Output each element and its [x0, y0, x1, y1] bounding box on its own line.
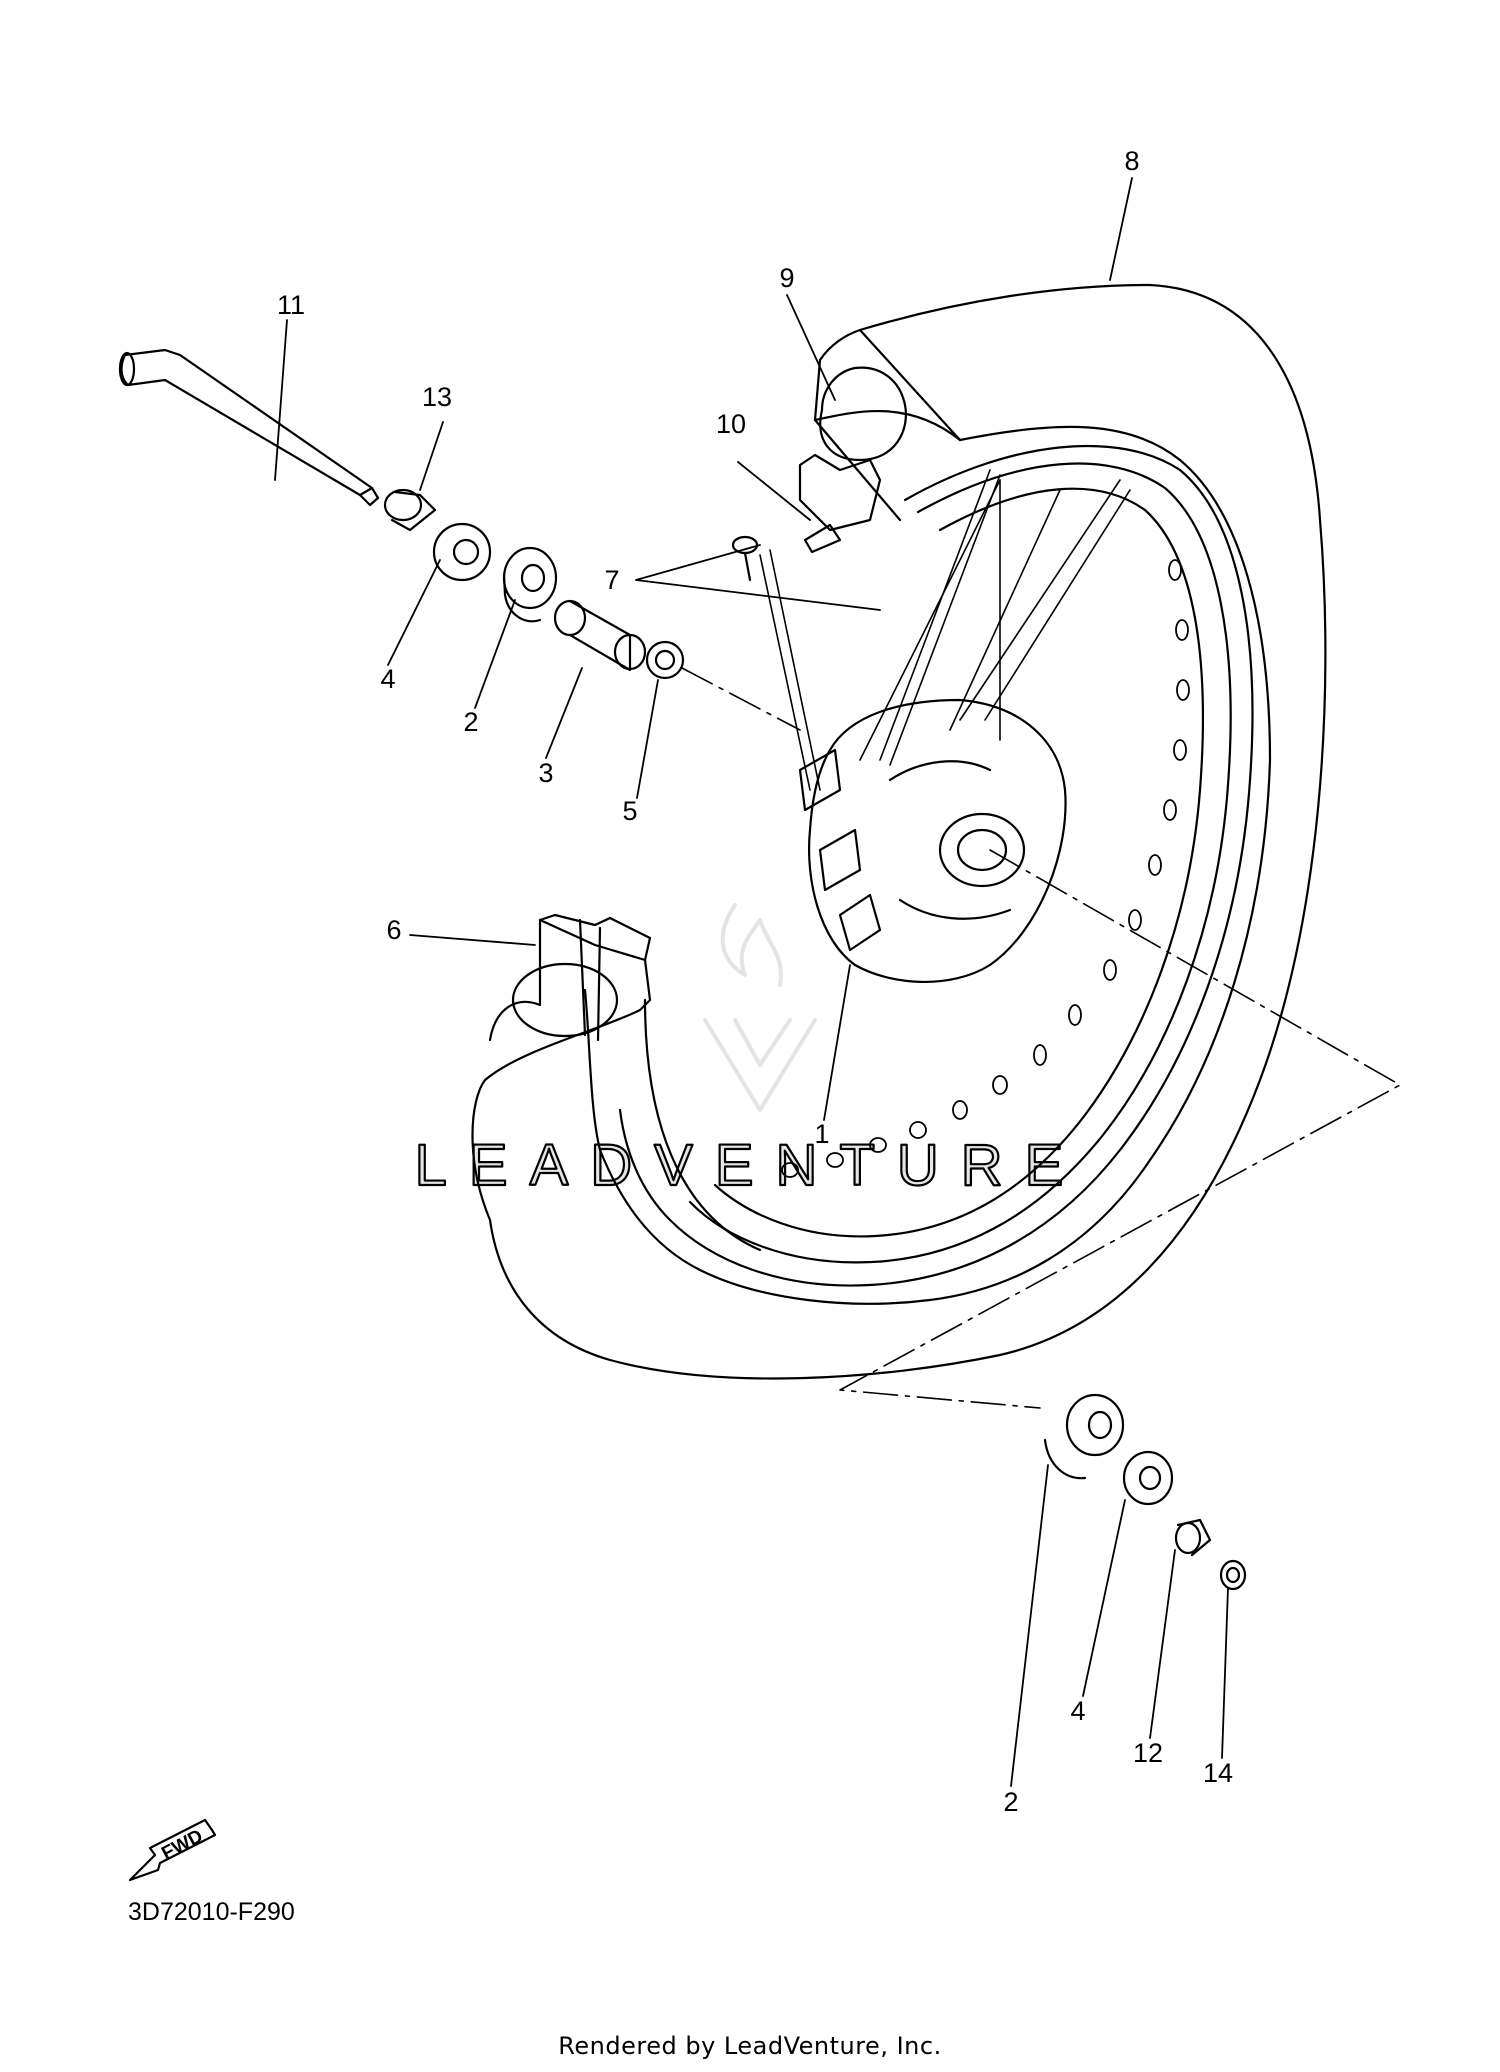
spacer: [553, 599, 647, 672]
oil-seal: [432, 522, 492, 582]
callout-2-right: 2: [1003, 1787, 1018, 1817]
callout-12: 12: [1133, 1738, 1163, 1768]
collar-right: [1174, 1518, 1212, 1557]
callout-8: 8: [1124, 146, 1139, 176]
oil-seal-right: [1122, 1450, 1174, 1506]
fwd-arrow-icon: [128, 1818, 217, 1882]
callout-6: 6: [386, 915, 401, 945]
axle-nut: [1219, 1559, 1247, 1591]
callout-10: 10: [716, 409, 746, 439]
tire-section: [471, 913, 652, 1222]
diagram-code: 3D72010-F290: [128, 1898, 295, 1926]
callout-7: 7: [604, 565, 619, 595]
watermark-text: LEADVENTURE: [415, 1133, 1086, 1198]
callout-3: 3: [538, 758, 553, 788]
callout-5: 5: [622, 796, 637, 826]
axis-centerline: [681, 667, 1401, 1409]
spokes: [759, 469, 1131, 791]
hub: [798, 698, 1067, 984]
tire: [488, 283, 1327, 1380]
callout-13: 13: [422, 382, 452, 412]
spoke-holes: [781, 559, 1190, 1178]
valve-stem: [798, 453, 882, 554]
collar: [383, 488, 437, 532]
axle: [118, 348, 380, 507]
spoke-nipple: [731, 535, 759, 582]
bearing: [502, 546, 558, 623]
callout-4-right: 4: [1070, 1696, 1085, 1726]
leader-lines: [274, 177, 1229, 1787]
washer: [645, 640, 685, 680]
callout-4: 4: [380, 664, 395, 694]
callout-14: 14: [1203, 1758, 1233, 1788]
watermark-logo: [703, 903, 817, 1112]
rim: [618, 444, 1254, 1287]
rim-band: [813, 328, 962, 522]
callout-9: 9: [779, 263, 794, 293]
callout-1: 1: [814, 1119, 829, 1149]
bearing-right: [1043, 1393, 1125, 1480]
callout-11: 11: [277, 290, 305, 320]
rendered-by-credit: Rendered by LeadVenture, Inc.: [558, 2032, 942, 2060]
callout-2: 2: [463, 707, 478, 737]
